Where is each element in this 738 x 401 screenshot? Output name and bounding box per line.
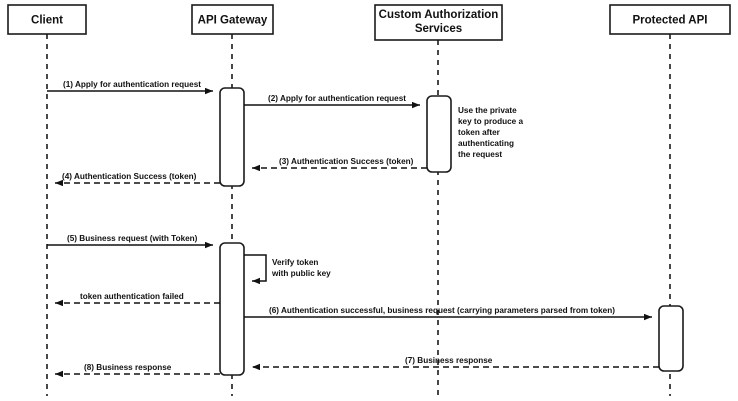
- message-4[interactable]: (4) Authentication Success (token): [55, 172, 220, 187]
- participant-label-api-gateway: API Gateway: [198, 15, 268, 27]
- participant-box-client[interactable]: [7, 4, 87, 35]
- message-7-label: (7) Business response: [405, 356, 493, 365]
- activation-bar-api-gateway-auth[interactable]: [219, 87, 245, 187]
- note-private-key-line-2: key to produce a: [458, 117, 524, 126]
- participant-label-protected-api: Protected API: [633, 15, 708, 27]
- participant-label-custom-authorization-services-line2: Services: [415, 23, 462, 35]
- message-3[interactable]: (3) Authentication Success (token): [252, 157, 427, 172]
- participant-api-gateway[interactable]: API Gateway: [191, 4, 274, 35]
- message-6[interactable]: (6) Authentication successful, business …: [244, 306, 652, 321]
- note-private-key-line-3: token after: [458, 128, 501, 137]
- activation-bar-protected-api[interactable]: [658, 305, 684, 372]
- message-7[interactable]: (7) Business response: [252, 356, 659, 371]
- activation-bar-api-gateway-business[interactable]: [219, 242, 245, 376]
- message-1-label: (1) Apply for authentication request: [63, 80, 201, 89]
- participant-box-api-gateway[interactable]: [191, 4, 274, 35]
- activation-bar-custom-authorization-services[interactable]: [426, 95, 452, 173]
- participant-protected-api[interactable]: Protected API: [609, 4, 731, 35]
- message-8-label: (8) Business response: [84, 363, 172, 372]
- note-private-key-line-4: authenticating: [458, 139, 514, 148]
- message-4-label: (4) Authentication Success (token): [62, 172, 197, 181]
- activation-bars-group: [219, 87, 684, 376]
- participant-custom-authorization-services[interactable]: Custom Authorization Services: [374, 4, 503, 41]
- message-3-label: (3) Authentication Success (token): [279, 157, 414, 166]
- message-2-label: (2) Apply for authentication request: [268, 94, 406, 103]
- message-8[interactable]: (8) Business response: [55, 363, 220, 378]
- message-token-authentication-failed-label: token authentication failed: [80, 292, 184, 301]
- message-5[interactable]: (5) Business request (with Token): [47, 234, 213, 249]
- participant-label-custom-authorization-services-line1: Custom Authorization: [379, 9, 499, 21]
- message-self-verify-token-arrow[interactable]: [244, 254, 267, 285]
- participant-client[interactable]: Client: [7, 4, 87, 35]
- message-token-authentication-failed[interactable]: token authentication failed: [55, 292, 220, 307]
- message-self-verify-token-label-line2: with public key: [271, 269, 331, 278]
- participant-box-custom-authorization-services[interactable]: [374, 4, 503, 41]
- participant-label-client: Client: [31, 15, 63, 27]
- message-1[interactable]: (1) Apply for authentication request: [47, 80, 213, 95]
- note-private-key-line-5: the request: [458, 150, 502, 159]
- note-private-key-line-1: Use the private: [458, 106, 517, 115]
- message-self-verify-token-label-line1: Verify token: [272, 258, 318, 267]
- message-5-label: (5) Business request (with Token): [67, 234, 198, 243]
- note-private-key: Use the private key to produce a token a…: [458, 106, 524, 159]
- message-self-verify-token[interactable]: Verify token with public key: [244, 254, 331, 285]
- message-6-label: (6) Authentication successful, business …: [269, 306, 615, 315]
- participant-box-protected-api[interactable]: [609, 4, 731, 35]
- message-2[interactable]: (2) Apply for authentication request: [244, 94, 420, 109]
